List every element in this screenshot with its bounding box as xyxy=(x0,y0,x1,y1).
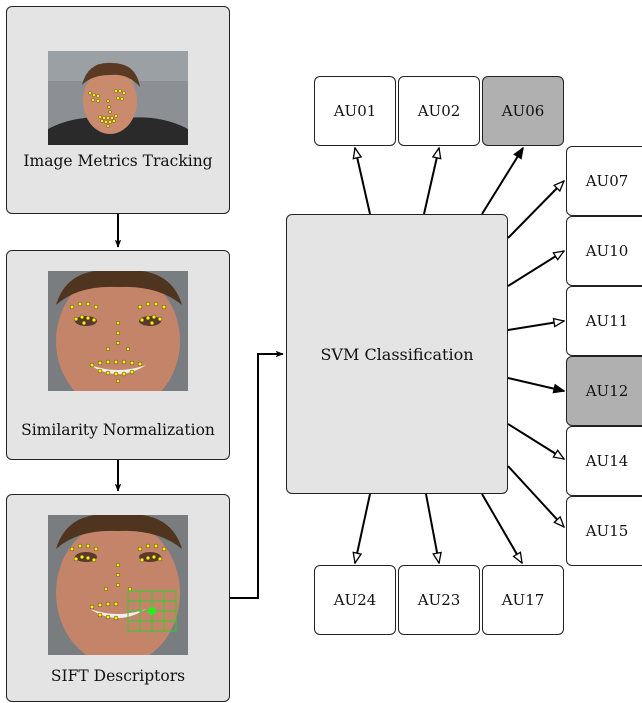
arrow-sift-to-svm xyxy=(230,350,284,599)
arrow-to-au02 xyxy=(423,148,439,215)
au-box-au17: AU17 xyxy=(482,565,564,635)
au-label: AU06 xyxy=(501,102,545,120)
arrow-to-au10 xyxy=(507,251,564,287)
arrow-to-au17 xyxy=(481,493,522,563)
svm-classification-box: SVM Classification xyxy=(286,214,508,494)
au-label: AU15 xyxy=(585,522,629,540)
step1-label: Image Metrics Tracking xyxy=(23,152,213,170)
au-box-au06: AU06 xyxy=(482,76,564,146)
au-box-au14: AU14 xyxy=(566,426,642,496)
step2-label: Similarity Normalization xyxy=(21,421,215,439)
arrow-to-au14 xyxy=(507,423,564,459)
au-label: AU14 xyxy=(585,452,629,470)
sift-keypoint xyxy=(148,607,156,615)
face-tracking-image xyxy=(48,51,188,145)
image-metrics-tracking-box: Image Metrics Tracking xyxy=(6,6,230,214)
au-label: AU12 xyxy=(585,382,629,400)
au-label: AU07 xyxy=(585,172,629,190)
au-box-au01: AU01 xyxy=(314,76,396,146)
arrow-to-au07 xyxy=(507,181,564,239)
sift-descriptors-box: SIFT Descriptors xyxy=(6,494,230,702)
sift-grid xyxy=(127,590,177,632)
au-label: AU17 xyxy=(501,591,545,609)
similarity-normalization-box: Similarity Normalization xyxy=(6,250,230,460)
arrow-to-au15 xyxy=(507,465,564,527)
face-sift-image xyxy=(48,515,188,655)
au-label: AU02 xyxy=(417,102,461,120)
au-label: AU01 xyxy=(333,102,377,120)
au-label: AU11 xyxy=(585,312,629,330)
arrow-to-au11 xyxy=(507,321,564,331)
au-box-au07: AU07 xyxy=(566,146,642,216)
step3-label: SIFT Descriptors xyxy=(50,667,186,685)
arrow-to-au24 xyxy=(355,493,371,563)
face-photo-normalized xyxy=(48,271,188,391)
arrow-to-au23 xyxy=(425,493,439,563)
arrow-to-au06 xyxy=(481,148,523,215)
face-normalized-image xyxy=(48,271,188,391)
arrow-to-au01 xyxy=(355,148,371,215)
au-label: AU24 xyxy=(333,591,377,609)
au-box-au23: AU23 xyxy=(398,565,480,635)
au-label: AU23 xyxy=(417,591,461,609)
au-box-au10: AU10 xyxy=(566,216,642,286)
arrow-to-au12 xyxy=(507,377,564,391)
face-photo-sift xyxy=(48,515,188,655)
au-box-au11: AU11 xyxy=(566,286,642,356)
au-box-au12: AU12 xyxy=(566,356,642,426)
au-box-au24: AU24 xyxy=(314,565,396,635)
au-label: AU10 xyxy=(585,242,629,260)
au-box-au02: AU02 xyxy=(398,76,480,146)
svm-classification-label: SVM Classification xyxy=(320,344,474,364)
au-box-au15: AU15 xyxy=(566,496,642,566)
face-photo-tracking xyxy=(48,51,188,145)
